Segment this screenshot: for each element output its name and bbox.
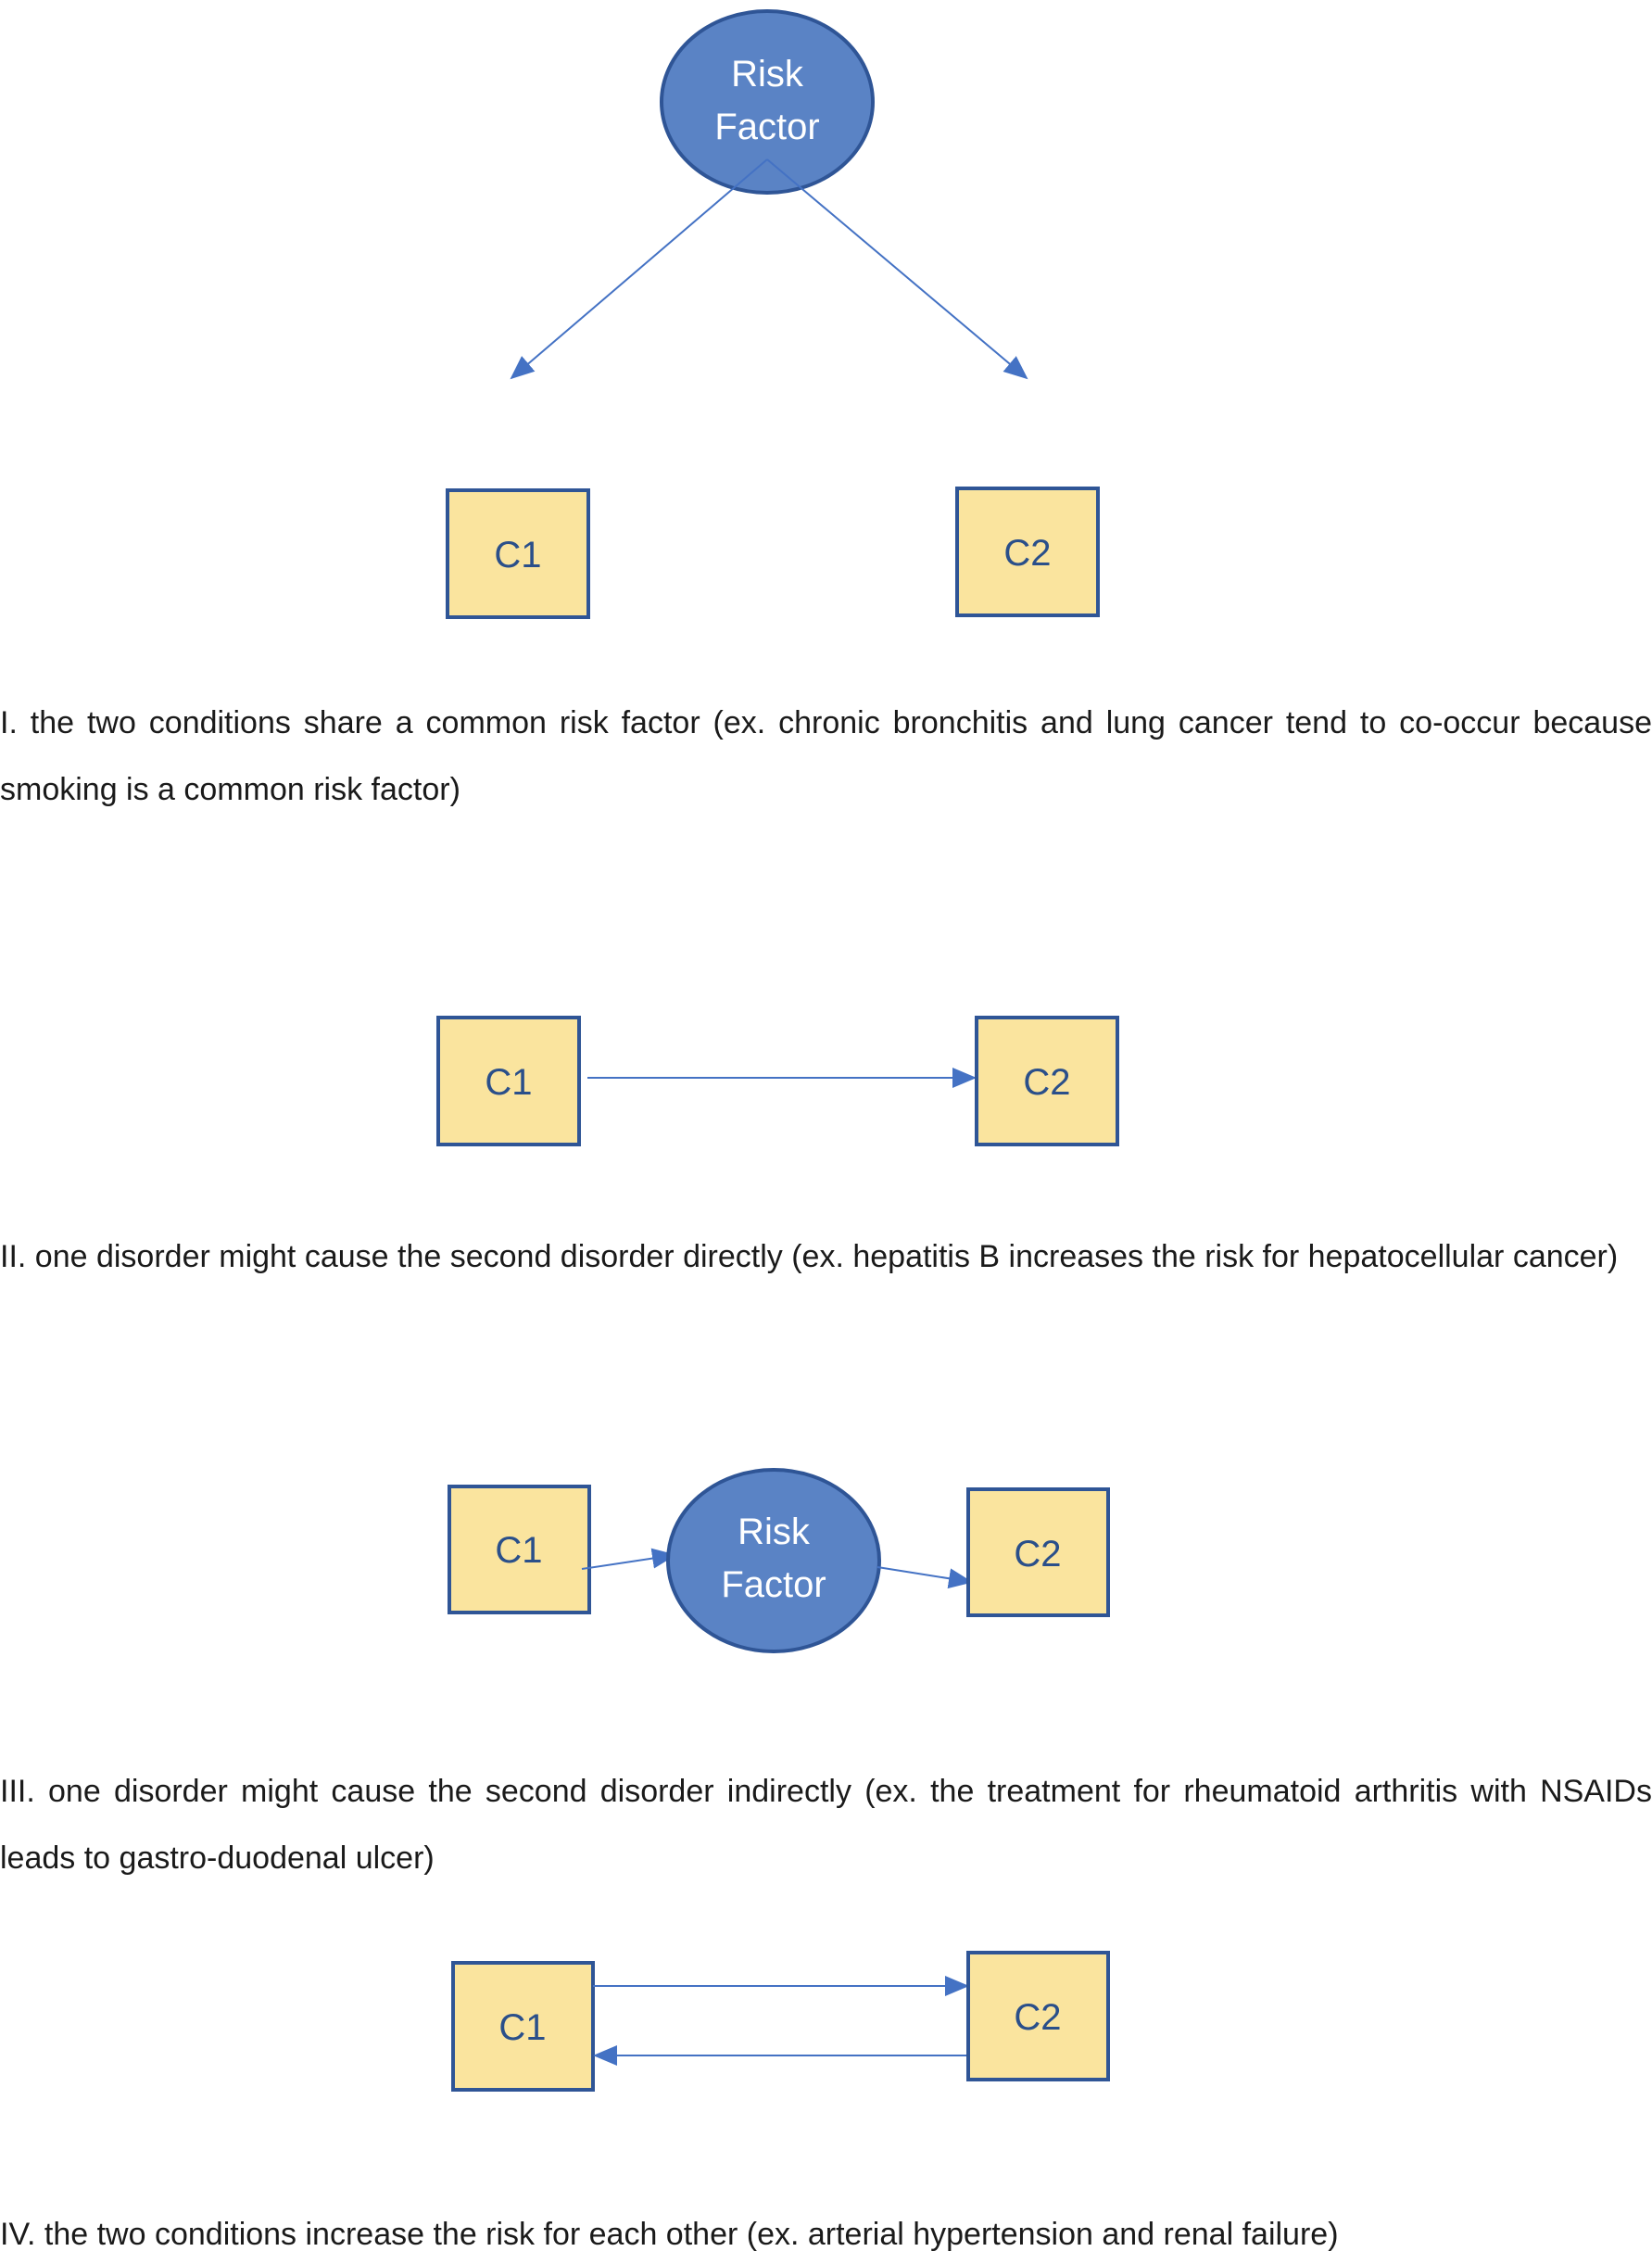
panel2-c2-label: C2 bbox=[1023, 1062, 1070, 1103]
panel1-arrow-to-c1 bbox=[510, 158, 768, 380]
panel3-c2-box bbox=[966, 1487, 1110, 1617]
panel3-arrow-risk-to-c2 bbox=[876, 1566, 973, 1589]
panel4-c1-box bbox=[451, 1961, 595, 2092]
panel2-c1-label: C1 bbox=[485, 1062, 532, 1103]
panel1-caption: I. the two conditions share a common ris… bbox=[0, 705, 1652, 807]
panel-2-direct-cause: C1 C2 bbox=[436, 1016, 1119, 1146]
panel1-risk-label-line1: Risk bbox=[731, 54, 804, 95]
panel-4-mutual-risk: C1 C2 bbox=[451, 1951, 1110, 2092]
panel-3-indirect-cause: C1 Risk Factor C2 bbox=[448, 1468, 1110, 1653]
panel2-c1-box bbox=[436, 1016, 581, 1146]
panel3-caption: III. one disorder might cause the second… bbox=[0, 1774, 1652, 1876]
panel3-c2-label: C2 bbox=[1014, 1534, 1061, 1575]
panel3-arrow-c1-to-risk bbox=[581, 1548, 676, 1570]
panel4-c2-box bbox=[966, 1951, 1110, 2081]
panel2-caption: II. one disorder might cause the second … bbox=[0, 1239, 1619, 1274]
panel1-c2-box bbox=[955, 487, 1100, 617]
panel2-c2-box bbox=[975, 1016, 1119, 1146]
panel1-c2-label: C2 bbox=[1003, 533, 1051, 574]
panel3-risk-factor-circle bbox=[666, 1468, 881, 1653]
panel3-c1-label: C1 bbox=[495, 1530, 542, 1571]
panel4-caption: IV. the two conditions increase the risk… bbox=[0, 2217, 1339, 2252]
panel3-c1-box bbox=[448, 1485, 591, 1614]
panel1-c1-label: C1 bbox=[494, 535, 541, 575]
panel3-risk-label-line1: Risk bbox=[738, 1511, 811, 1552]
panel1-arrow-to-c2 bbox=[766, 158, 1028, 380]
panel4-c2-label: C2 bbox=[1014, 1997, 1061, 2038]
panel1-c1-box bbox=[446, 488, 590, 619]
panel1-risk-factor-circle bbox=[660, 9, 875, 195]
panel-1-common-risk-factor: Risk Factor C1 C2 bbox=[446, 9, 1100, 619]
panel3-risk-label-line2: Factor bbox=[721, 1564, 826, 1605]
panel4-c1-label: C1 bbox=[498, 2007, 546, 2048]
panel1-risk-label-line2: Factor bbox=[714, 107, 819, 147]
